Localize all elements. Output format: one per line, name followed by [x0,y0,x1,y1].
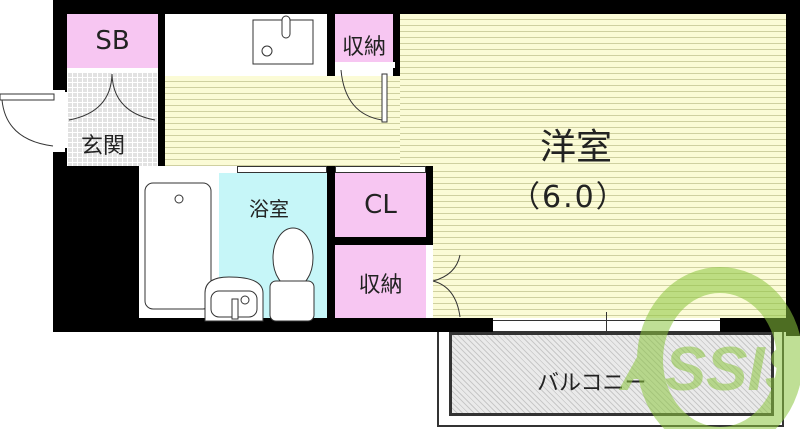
outer-wall-left-lower [53,148,67,332]
closet-door-bar [335,166,426,173]
wall-storage-top-right [393,14,400,76]
room-balcony: バルコニー [449,332,774,416]
balcony-label: バルコニー [537,371,647,396]
storage-bottom-label: 収納 [358,273,403,298]
room-sb: SB [67,14,158,68]
room-closet: CL [335,173,426,237]
wall-closet-right [426,166,433,245]
outer-wall-top [53,0,800,14]
entrance-label: 玄関 [81,134,126,159]
outer-wall-left-upper [53,0,67,92]
storage-bottom-door-icon [426,245,461,318]
room-storage-top: 収納 [335,14,393,68]
window-divider [606,312,607,340]
outer-wall-bottom-left [53,318,433,332]
bath-block-wall [67,166,139,318]
assist-watermark-logo-icon: ASSIST [618,267,800,429]
storage-door-swing-icon [335,62,395,123]
outer-wall-bottom-mid [433,318,493,332]
bath-door-bar [237,166,327,173]
wall-kitchen-right [327,14,335,76]
closet-label: CL [364,190,397,220]
outer-wall-right [786,0,800,336]
kitchen-sink-icon [252,15,314,65]
svg-text:ASSIST: ASSIST [618,335,800,404]
western-room-size: （6.0） [510,180,628,215]
western-room-label: 洋室 [540,127,613,168]
front-door-swing-icon [0,90,65,152]
wall-bath-right [327,166,335,318]
storage-top-label: 収納 [341,35,386,60]
room-entrance: 玄関 [67,72,158,166]
wall-closet-bottom [335,237,433,245]
sb-label: SB [95,26,130,56]
wall-sb-right [158,14,165,166]
entrance-double-door-icon [68,73,156,121]
room-storage-bottom: 収納 [335,245,426,318]
bathroom-label: 浴室 [249,197,289,221]
bathtub-icon [144,182,315,322]
